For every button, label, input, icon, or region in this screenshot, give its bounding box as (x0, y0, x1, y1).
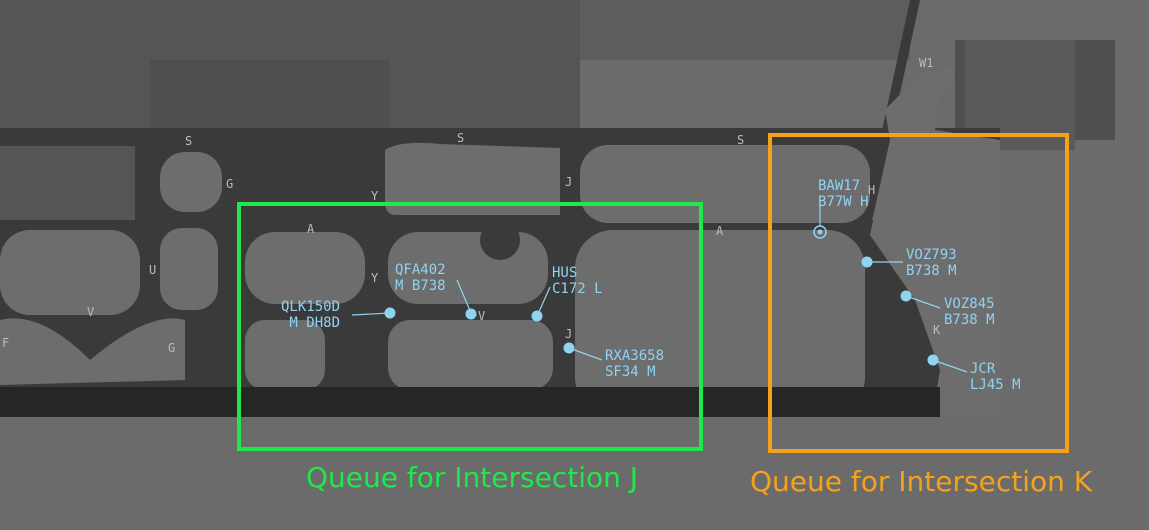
aircraft-target-icon[interactable] (531, 310, 543, 322)
aircraft-jcr[interactable]: JCR LJ45 M (927, 354, 1021, 394)
aircraft-callsign: JCR (970, 361, 996, 377)
aircraft-target-icon[interactable] (563, 342, 575, 354)
aircraft-rxa3658[interactable]: RXA3658 SF34 M (563, 342, 665, 381)
aircraft-baw17[interactable]: BAW17 B77W H (813, 178, 869, 239)
queue-box-intersection-j (237, 202, 703, 451)
aircraft-info: C172 L (552, 281, 603, 297)
aircraft-target-icon[interactable] (927, 354, 939, 366)
taxiway-label-a: A (307, 222, 315, 236)
aircraft-qlk150d[interactable]: QLK150D M DH8D (281, 299, 396, 331)
taxiway-label-s: S (737, 133, 744, 147)
aircraft-info: M DH8D (281, 315, 340, 331)
aircraft-info: B77W H (818, 194, 869, 210)
aircraft-callsign: VOZ793 (906, 247, 957, 263)
aircraft-hus[interactable]: HUS C172 L (531, 265, 603, 322)
aircraft-qfa402[interactable]: QFA402 M B738 (395, 262, 477, 320)
aircraft-voz793[interactable]: VOZ793 B738 M (861, 247, 957, 279)
taxiway-labels: S S S G G Y Y J J A A U V V F H K W1 (2, 56, 941, 355)
aircraft-info: SF34 M (605, 364, 656, 380)
taxiway-label-s: S (185, 134, 192, 148)
terminal-buildings (0, 0, 1115, 230)
taxiway-label-u: U (149, 263, 156, 277)
taxiway-label-f: F (2, 336, 9, 350)
taxiway-label-a: A (716, 224, 724, 238)
grass-islands (0, 68, 1149, 530)
aircraft-target-icon[interactable] (384, 307, 396, 319)
aircraft-callsign: QFA402 (395, 262, 446, 278)
taxiway-label-g: G (226, 177, 233, 191)
taxiway-label-y: Y (371, 271, 379, 285)
queue-k-caption: Queue for Intersection K (750, 465, 1093, 498)
taxiway-label-w1: W1 (919, 56, 933, 70)
aircraft-target-icon[interactable] (900, 290, 912, 302)
taxiway-label-y: Y (371, 189, 379, 203)
taxiway-label-g: G (168, 341, 175, 355)
aircraft-callsign: BAW17 (818, 178, 860, 194)
taxiway-label-s: S (457, 131, 464, 145)
taxiway-label-k: K (933, 323, 941, 337)
aircraft-callsign: QLK150D (281, 299, 340, 315)
taxiway-label-j: J (565, 175, 572, 189)
runway (0, 387, 940, 417)
aircraft-target-icon[interactable] (861, 256, 873, 268)
queue-box-intersection-k (768, 133, 1069, 453)
aircraft-info: B738 M (906, 263, 957, 279)
taxiway-label-v: V (478, 309, 485, 323)
aircraft-info: LJ45 M (970, 377, 1021, 393)
aircraft-voz845[interactable]: VOZ845 B738 M (900, 290, 995, 329)
taxiway-label-v: V (87, 305, 94, 319)
queue-j-caption: Queue for Intersection J (306, 461, 639, 494)
aircraft-info: B738 M (944, 312, 995, 328)
taxiway-label-h: H (868, 183, 875, 197)
aircraft-callsign: RXA3658 (605, 348, 664, 364)
aircraft-callsign: VOZ845 (944, 296, 995, 312)
aircraft-target-icon[interactable] (813, 225, 827, 239)
taxiway-label-j: J (565, 327, 572, 341)
aircraft-callsign: HUS (552, 265, 577, 281)
aircraft-info: M B738 (395, 278, 446, 294)
aircraft-target-icon[interactable] (465, 308, 477, 320)
